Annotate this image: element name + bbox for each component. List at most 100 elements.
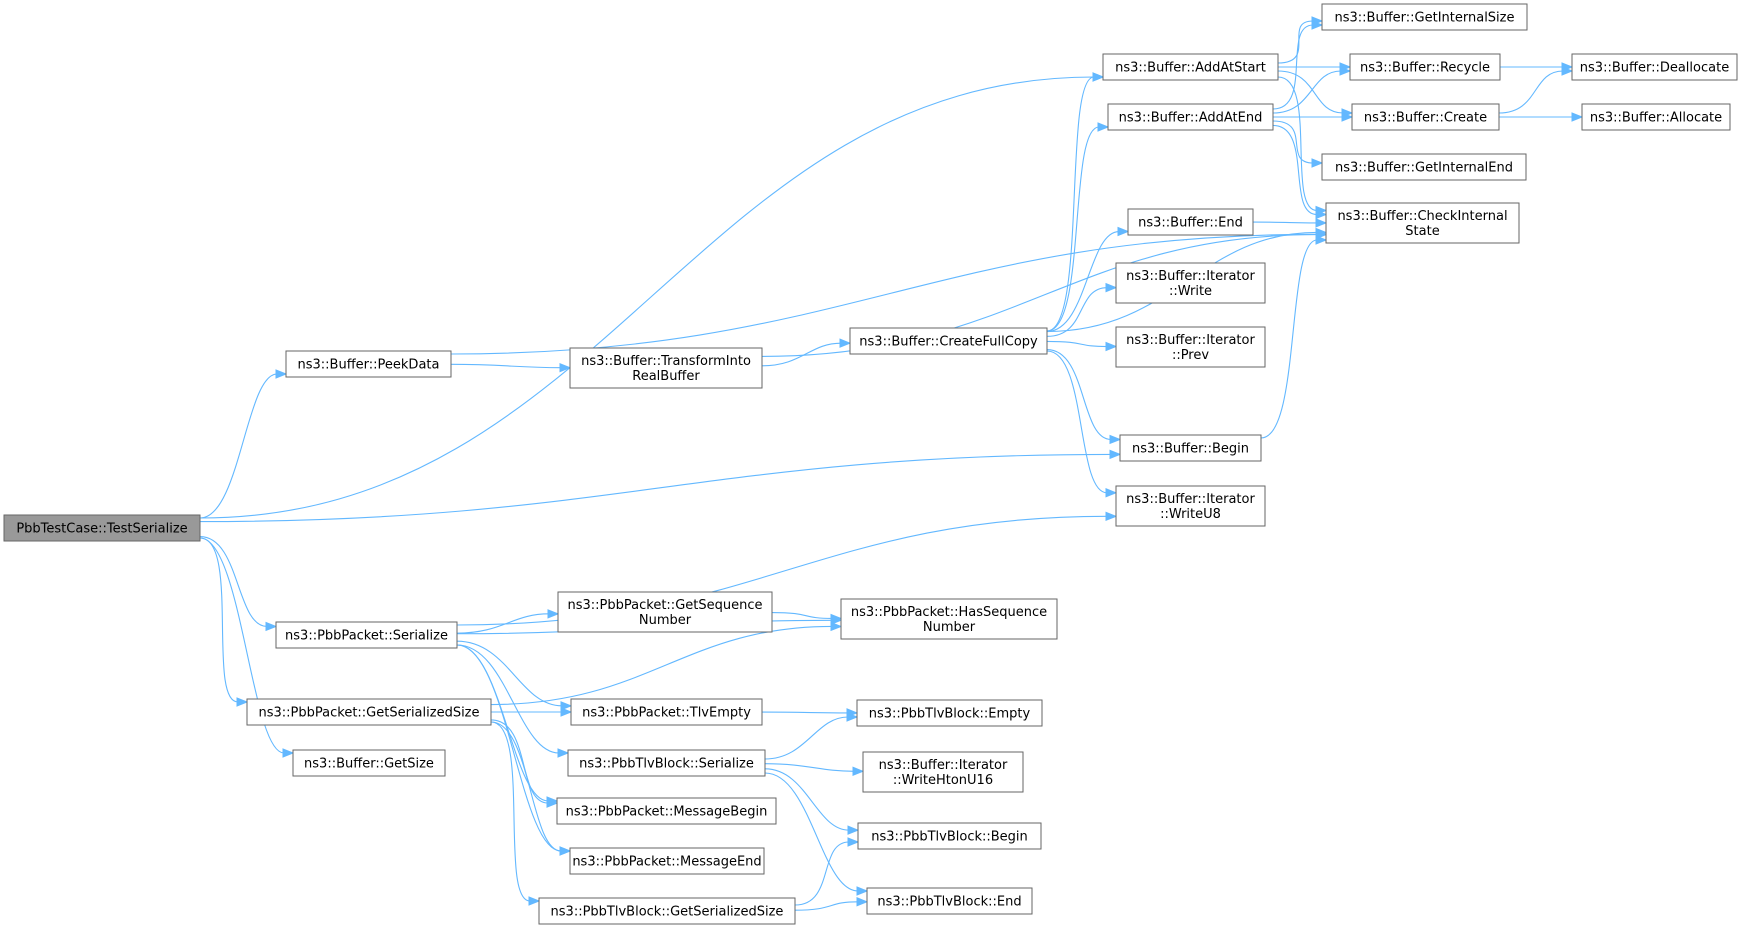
node-box[interactable] [1325,202,1520,244]
edge-tlv-get-ser-size-to-tlv-end [794,897,869,911]
node-box[interactable] [1321,3,1528,31]
node-buf-recycle[interactable]: ns3::Buffer::Recycle [1349,53,1501,81]
node-box[interactable] [1115,326,1266,368]
edge-line [761,342,842,367]
node-box[interactable] [569,847,765,875]
node-buf-get-internal-end[interactable]: ns3::Buffer::GetInternalEnd [1321,153,1527,181]
edge-line [1046,230,1120,333]
node-label: ns3::Buffer::End [1138,216,1243,231]
nodes-layer: PbbTestCase::TestSerialize ns3::Buffer::A… [3,3,1738,925]
node-it-write[interactable]: ns3::Buffer::Iterator::Write [1115,262,1266,304]
edge-buf-create-full-copy-to-it-prev [1046,340,1118,352]
node-label: ns3::Buffer::AddAtStart [1115,61,1266,76]
node-box[interactable] [1115,262,1266,304]
node-label: ns3::PbbPacket::GetSequence [568,598,763,613]
node-box[interactable] [567,749,766,777]
node-tlv-get-ser-size[interactable]: ns3::PbbTlvBlock::GetSerializedSize [538,897,796,925]
edge-line [490,721,531,902]
node-box[interactable] [1351,103,1500,131]
node-box[interactable] [857,822,1042,850]
node-label: ns3::Buffer::Iterator [879,758,1008,773]
edge-arrowhead [559,846,572,856]
node-label: ns3::PbbTlvBlock::GetSerializedSize [551,905,784,920]
node-tlv-empty[interactable]: ns3::PbbTlvBlock::Empty [856,699,1043,727]
edge-line [1046,350,1108,494]
node-buf-peek-data[interactable]: ns3::Buffer::PeekData [285,350,452,378]
node-box[interactable] [849,327,1048,355]
node-label: ns3::Buffer::TransformInto [581,354,751,369]
node-box[interactable] [1349,53,1501,81]
edge-line [199,536,268,627]
node-box[interactable] [557,591,773,633]
node-box[interactable] [570,698,763,726]
node-box[interactable] [569,347,763,389]
node-box[interactable] [1119,434,1262,462]
node-box[interactable] [285,350,452,378]
edge-line [1498,70,1564,114]
node-buf-add-at-start[interactable]: ns3::Buffer::AddAtStart [1102,53,1279,81]
edge-line [456,644,562,852]
edge-buf-add-at-end-to-buf-create [1273,112,1354,122]
node-pkt-msg-begin[interactable]: ns3::PbbPacket::MessageBegin [556,797,777,825]
edge-arrowhead [528,896,541,906]
node-box[interactable] [538,897,796,925]
node-buf-create[interactable]: ns3::Buffer::Create [1351,103,1500,131]
edge-pkt-get-ser-size-to-tlv-get-ser-size [490,721,541,906]
node-box[interactable] [862,751,1024,793]
edge-line [490,721,562,852]
node-label: ns3::Buffer::GetSize [304,757,434,772]
node-box[interactable] [1581,103,1731,131]
edge-arrowhead [1092,72,1105,82]
edge-line [1046,126,1100,332]
node-box[interactable] [556,797,777,825]
node-pkt-get-ser-size[interactable]: ns3::PbbPacket::GetSerializedSize [246,698,492,726]
node-box[interactable] [246,698,492,726]
node-buf-add-at-end[interactable]: ns3::Buffer::AddAtEnd [1107,103,1274,131]
node-box[interactable] [292,749,446,777]
node-buf-allocate[interactable]: ns3::Buffer::Allocate [1581,103,1731,131]
node-test-serialize[interactable]: PbbTestCase::TestSerialize [3,514,201,542]
node-it-write-u8[interactable]: ns3::Buffer::Iterator::WriteU8 [1115,485,1266,527]
node-box[interactable] [1571,53,1738,81]
node-box[interactable] [856,699,1043,727]
node-label: PbbTestCase::TestSerialize [16,522,187,537]
node-label: State [1405,224,1439,239]
node-buf-create-full-copy[interactable]: ns3::Buffer::CreateFullCopy [849,327,1048,355]
node-box[interactable] [3,514,201,542]
node-box[interactable] [1321,153,1527,181]
node-tlv-begin[interactable]: ns3::PbbTlvBlock::Begin [857,822,1042,850]
node-pkt-tlv-empty[interactable]: ns3::PbbPacket::TlvEmpty [570,698,763,726]
edge-test-serialize-to-buf-get-size [199,537,295,758]
edge-buf-create-full-copy-to-it-write [1046,282,1118,337]
node-tlv-end[interactable]: ns3::PbbTlvBlock::End [866,887,1033,915]
edge-buf-create-full-copy-to-it-write-u8 [1046,350,1118,498]
node-box[interactable] [1107,103,1274,131]
node-buf-get-size[interactable]: ns3::Buffer::GetSize [292,749,446,777]
edge-pkt-get-ser-size-to-pkt-has-seq [490,621,843,706]
node-pkt-serialize[interactable]: ns3::PbbPacket::Serialize [275,621,458,649]
node-box[interactable] [1102,53,1279,81]
node-box[interactable] [866,887,1033,915]
node-it-write-hton-u16[interactable]: ns3::Buffer::Iterator::WriteHtonU16 [862,751,1024,793]
node-buf-end[interactable]: ns3::Buffer::End [1127,208,1254,236]
node-box[interactable] [1115,485,1266,527]
edge-arrowhead [847,825,860,835]
node-box[interactable] [840,598,1058,640]
node-label: ns3::PbbPacket::GetSerializedSize [259,706,480,721]
node-box[interactable] [1127,208,1254,236]
node-it-prev[interactable]: ns3::Buffer::Iterator::Prev [1115,326,1266,368]
edge-tlv-get-ser-size-to-tlv-begin [794,837,860,906]
node-buf-deallocate[interactable]: ns3::Buffer::Deallocate [1571,53,1738,81]
node-box[interactable] [275,621,458,649]
node-buf-begin[interactable]: ns3::Buffer::Begin [1119,434,1262,462]
edge-line [764,772,859,892]
node-pkt-msg-end[interactable]: ns3::PbbPacket::MessageEnd [569,847,765,875]
node-buf-get-internal-size[interactable]: ns3::Buffer::GetInternalSize [1321,3,1528,31]
edge-arrowhead [856,886,869,896]
edge-buf-peek-data-to-buf-transform [450,362,572,373]
node-tlv-serialize[interactable]: ns3::PbbTlvBlock::Serialize [567,749,766,777]
